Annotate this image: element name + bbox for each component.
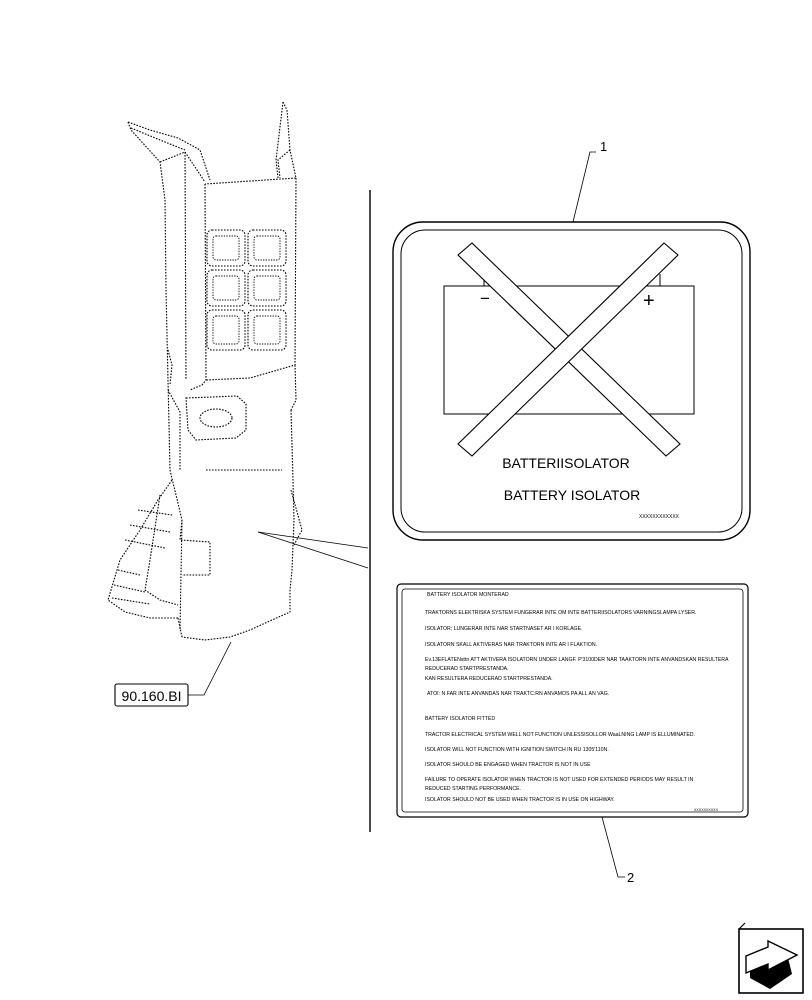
decal-line-13: FAILURE TO OPERATE ISOLATOR WHEN TRACTOR… <box>425 777 694 783</box>
decal-line-7: KAN RESULTERA REDUCERAD STARTPRESTANDA. <box>425 676 553 682</box>
switch-panel-illustration <box>206 229 287 351</box>
next-page-arrow-icon[interactable] <box>738 922 804 994</box>
decal-bottom-part-code: XXXXXXXXXX <box>694 808 719 812</box>
item-2-callout[interactable]: 2 <box>601 816 634 885</box>
reference-label: 90.160.BI <box>122 688 182 704</box>
reference-callout[interactable]: 90.160.BI <box>114 641 232 707</box>
decal-line-10: TRACTOR ELECTRICAL SYSTEM WELL NOT FUNCT… <box>425 732 695 738</box>
decal-part-code: XXXXXXXXXXXX <box>639 514 680 520</box>
decal-line-3: ISOLATOR; LUNGERAR INTE NAR STARTNASET A… <box>425 626 582 632</box>
item-2-number: 2 <box>627 870 634 885</box>
decal-line-1: BATTERY ISOLATOR MONTERAD <box>427 592 509 598</box>
decal-title-english: BATTERY ISOLATOR <box>504 487 640 503</box>
decal-line-5: Ev.13EFLATENsttn ATT AKTIVERA ISOLATORN … <box>425 657 729 663</box>
cross-out-icon <box>457 242 681 457</box>
decal-line-12: ISOLATOR SHOULD BE ENGAGED WHEN TRACTOR … <box>425 762 591 768</box>
decal-title-swedish: BATTERIISOLATOR <box>502 455 630 471</box>
warning-text-decal: BATTERY ISOLATOR MONTERAD TRAKTORNS ELEK… <box>396 583 749 818</box>
item-1-callout[interactable]: 1 <box>572 139 607 223</box>
battery-icon: − + <box>443 274 695 415</box>
decal-line-6: REDUCERAD STARTPRESTANDA. <box>425 666 509 672</box>
minus-sign: − <box>480 289 490 308</box>
battery-isolator-decal: − + BATTERIISOLATOR BATTERY ISOLATOR XXX… <box>392 221 751 541</box>
decal-location-leader-2 <box>257 531 369 549</box>
decal-line-9: BATTERY ISOLATOR FITTED <box>425 716 495 722</box>
decal-line-15: ISOLATOR SHOULD NOT BE USED WHEN TRACTOR… <box>425 797 615 803</box>
decal-line-14: REDUCED STARTING PERFORMANCE. <box>425 786 521 792</box>
cab-pillar-illustration <box>107 101 303 641</box>
plus-sign: + <box>643 290 655 312</box>
item-1-number: 1 <box>600 139 607 154</box>
decal-line-4: ISOLATORN SKALL AKTIVERAS NAR TRAKTORN I… <box>425 642 597 648</box>
decal-line-2: TRAKTORNS ELEKTRISKA SYSTEM FUNGERAR INT… <box>425 610 696 616</box>
decal-location-leader <box>257 531 369 569</box>
decal-line-8: ATOI: N FAR INTE ANVANDAS NAR TRAKTC:RN … <box>427 691 609 697</box>
decal-line-11: ISOLATOR WILL NOT FUNCTION WITH IGNITION… <box>425 747 609 753</box>
